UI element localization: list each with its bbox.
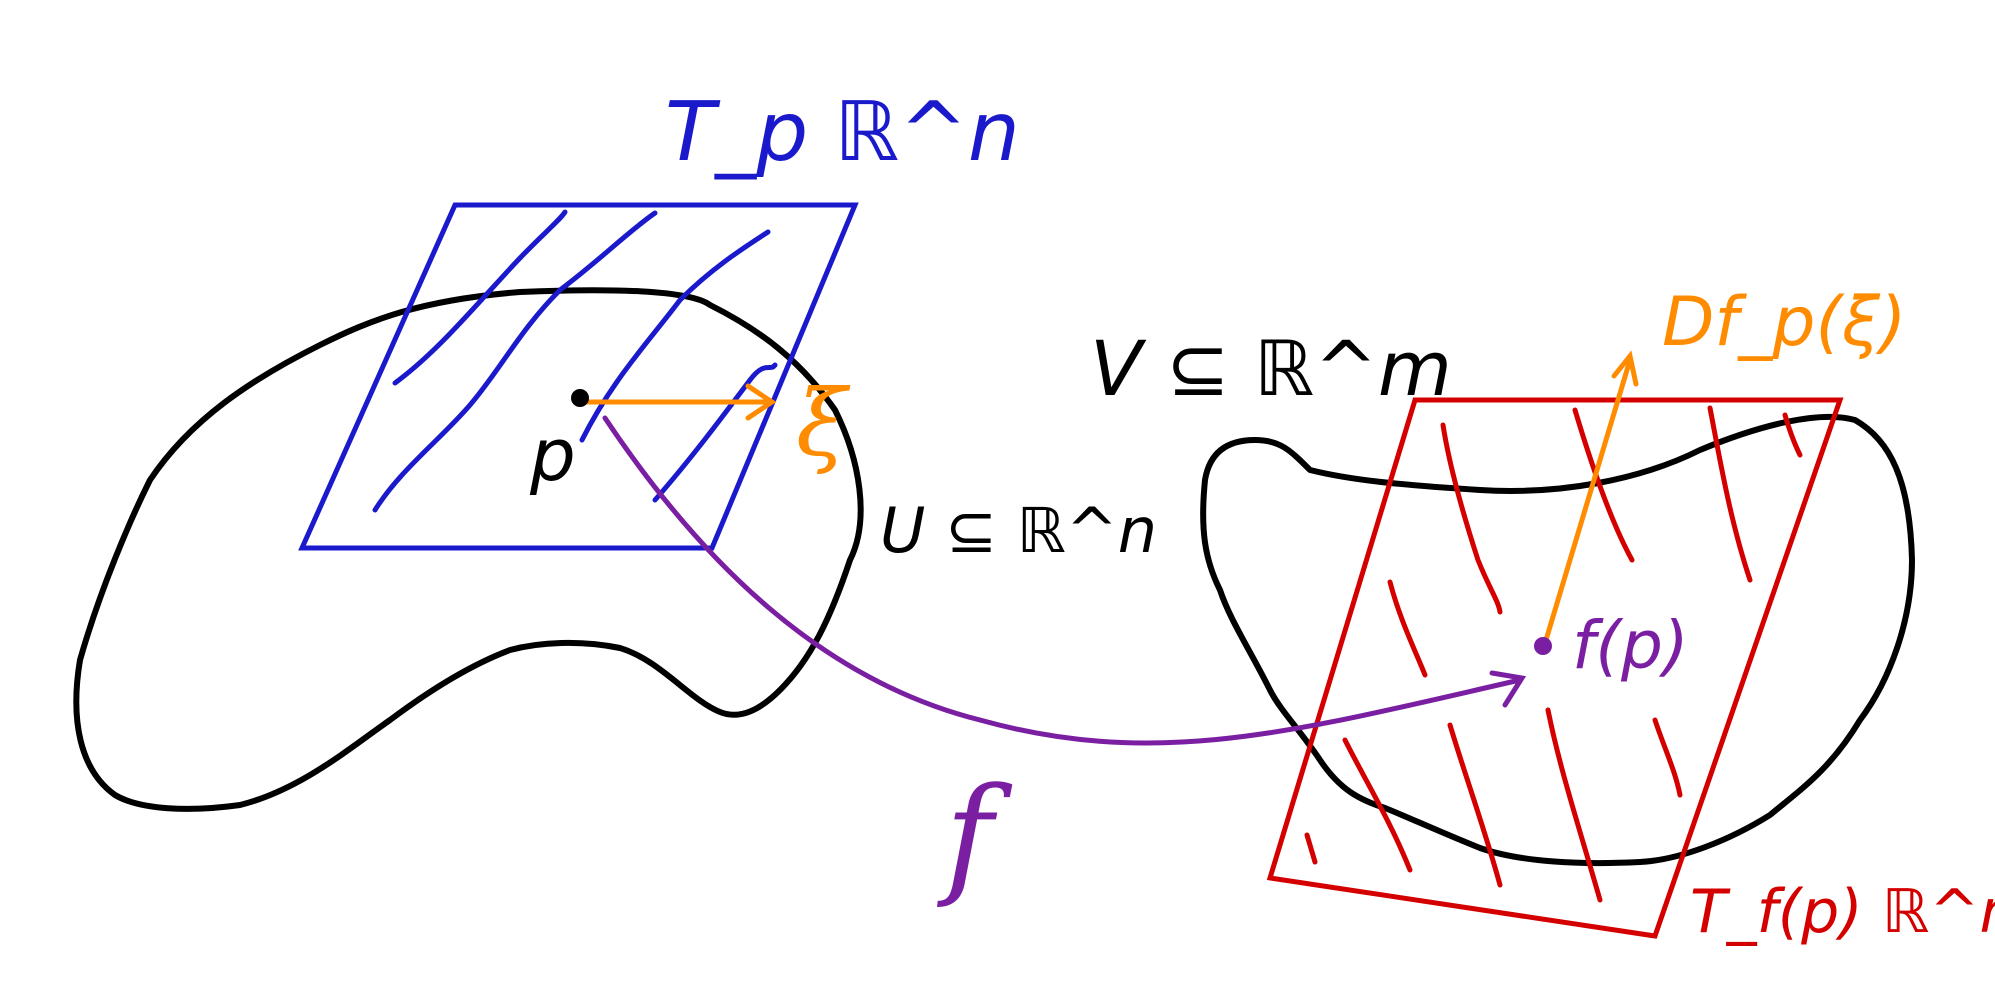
label-image-point: f(p) [1572, 607, 1689, 684]
label-point-p: p [529, 413, 576, 497]
domain-curve-2 [372, 210, 658, 513]
label-tangent-codomain: T_f(p) ℝ^m [1690, 877, 1995, 947]
codomain-curve-2 [1572, 407, 1635, 563]
codomain-curve-9 [1652, 717, 1683, 798]
codomain-curve-3 [1707, 405, 1753, 583]
map-arrow [602, 415, 1527, 746]
codomain-curve-6 [1342, 737, 1413, 873]
label-domain-set: U ⊆ ℝ^n [880, 494, 1157, 567]
vector-pushforward [1543, 350, 1639, 643]
codomain-curve-8 [1545, 707, 1603, 903]
domain-curve-4 [652, 362, 778, 503]
domain-tangent-curves [372, 209, 778, 513]
codomain-curve-5 [1387, 579, 1428, 678]
label-pushed-vector: Df_p(ξ) [1662, 283, 1906, 362]
codomain-tangent-plane [1266, 397, 1844, 939]
point-p [571, 389, 589, 407]
domain-curve-3 [579, 229, 771, 443]
domain-curve-1 [392, 209, 568, 386]
point-fp [1534, 637, 1552, 655]
label-codomain-set: V ⊆ ℝ^m [1090, 324, 1452, 413]
label-tangent-domain: T_p ℝ^n [665, 85, 1020, 180]
codomain-curve-10 [1304, 832, 1318, 865]
domain-set-outline [73, 287, 864, 812]
codomain-curve-4 [1782, 412, 1803, 458]
codomain-curve-1 [1440, 422, 1503, 615]
domain-tangent-plane [298, 202, 859, 551]
codomain-tangent-curves [1304, 405, 1803, 903]
codomain-set-outline [1200, 413, 1915, 867]
codomain-curve-7 [1447, 722, 1503, 888]
label-map-f: f [937, 759, 1013, 911]
vector-xi [579, 383, 777, 421]
label-vector-xi: ξ [796, 370, 851, 477]
